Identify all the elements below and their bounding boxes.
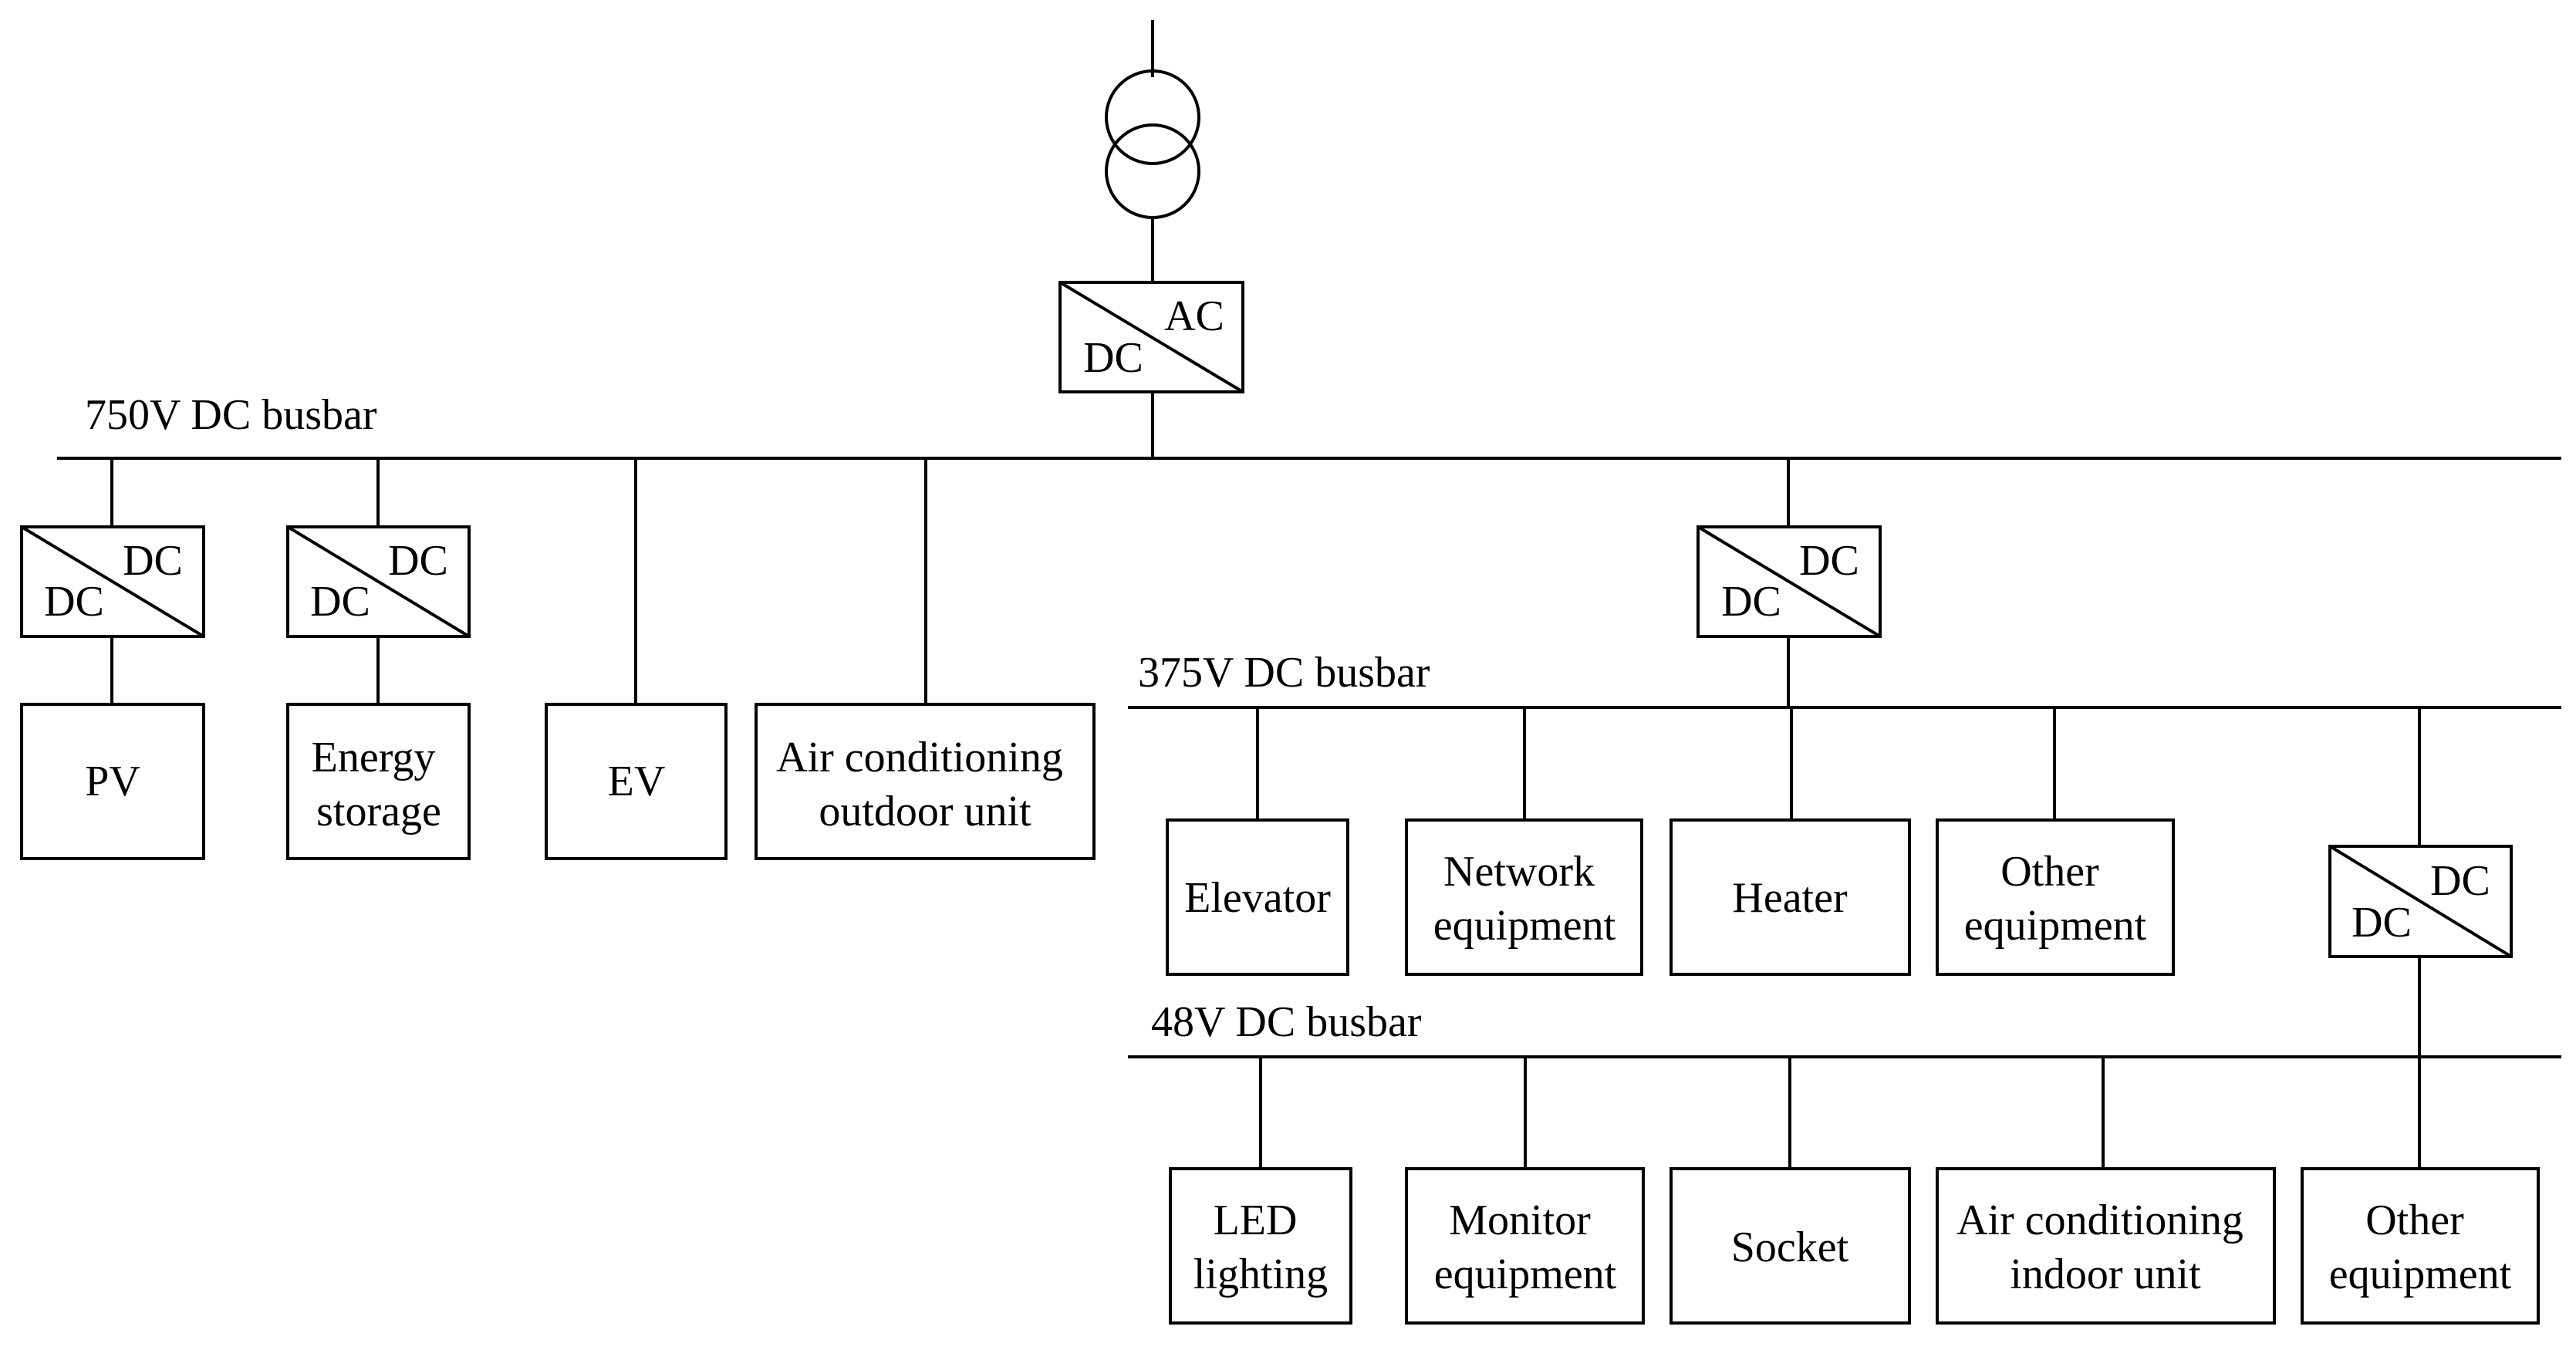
- storage-dc-dc-converter: DC DC: [286, 525, 471, 638]
- other-equipment-48v-label: Other equipment: [2329, 1196, 2512, 1298]
- ev-box: [545, 703, 728, 860]
- monitor-equipment-label: Monitor equipment: [1434, 1196, 1617, 1298]
- dc-dc-converter-48v: DC DC: [2328, 845, 2513, 958]
- busbar-48v-label: 48V DC busbar: [1151, 998, 1422, 1046]
- ev-label: EV: [608, 758, 666, 805]
- energy-storage-label: Energy storage: [312, 734, 447, 835]
- ac-dc-converter-bottom-label: DC: [1083, 334, 1143, 382]
- storage-converter-top-label: DC: [388, 537, 448, 585]
- socket-box: [1670, 1167, 1911, 1325]
- converter-375v-bottom-label: DC: [1721, 578, 1781, 626]
- pv-converter-top-label: DC: [123, 537, 183, 585]
- other-equipment-48v-box: [2301, 1167, 2540, 1325]
- led-lighting-box: [1169, 1167, 1352, 1325]
- elevator-label: Elevator: [1184, 874, 1331, 922]
- pv-box: [20, 703, 205, 860]
- converter-375v-top-label: DC: [1799, 537, 1859, 585]
- socket-label: Socket: [1731, 1223, 1849, 1271]
- energy-storage-box: [286, 703, 471, 860]
- monitor-equipment-box: [1405, 1167, 1645, 1325]
- other-equipment-375v-box: [1936, 818, 2175, 976]
- ac-dc-converter-top-label: AC: [1164, 292, 1224, 340]
- ac-outdoor-unit-label: Air conditioning outdoor unit: [776, 734, 1074, 835]
- storage-converter-bottom-label: DC: [310, 578, 370, 626]
- pv-dc-dc-converter: DC DC: [20, 525, 205, 638]
- busbar-750v-label: 750V DC busbar: [85, 391, 377, 439]
- other-equipment-375v-label: Other equipment: [1964, 848, 2147, 950]
- transformer: [1105, 20, 1200, 282]
- converter-48v-top-label: DC: [2430, 857, 2490, 905]
- pv-converter-bottom-label: DC: [44, 578, 104, 626]
- dc-dc-converter-375v: DC DC: [1697, 525, 1882, 638]
- ac-indoor-unit-box: [1936, 1167, 2276, 1325]
- ac-dc-converter: AC DC: [1058, 281, 1244, 393]
- heater-label: Heater: [1732, 874, 1848, 922]
- led-lighting-label: LED lighting: [1193, 1196, 1328, 1298]
- network-equipment-label: Network equipment: [1433, 848, 1616, 950]
- ac-indoor-unit-label: Air conditioning indoor unit: [1956, 1196, 2254, 1298]
- pv-label: PV: [85, 758, 140, 805]
- ac-outdoor-unit-box: [755, 703, 1096, 860]
- heater-box: [1670, 818, 1911, 976]
- busbar-375v-label: 375V DC busbar: [1138, 649, 1430, 697]
- converter-48v-bottom-label: DC: [2351, 899, 2412, 947]
- elevator-box: [1166, 818, 1349, 976]
- network-equipment-box: [1405, 818, 1643, 976]
